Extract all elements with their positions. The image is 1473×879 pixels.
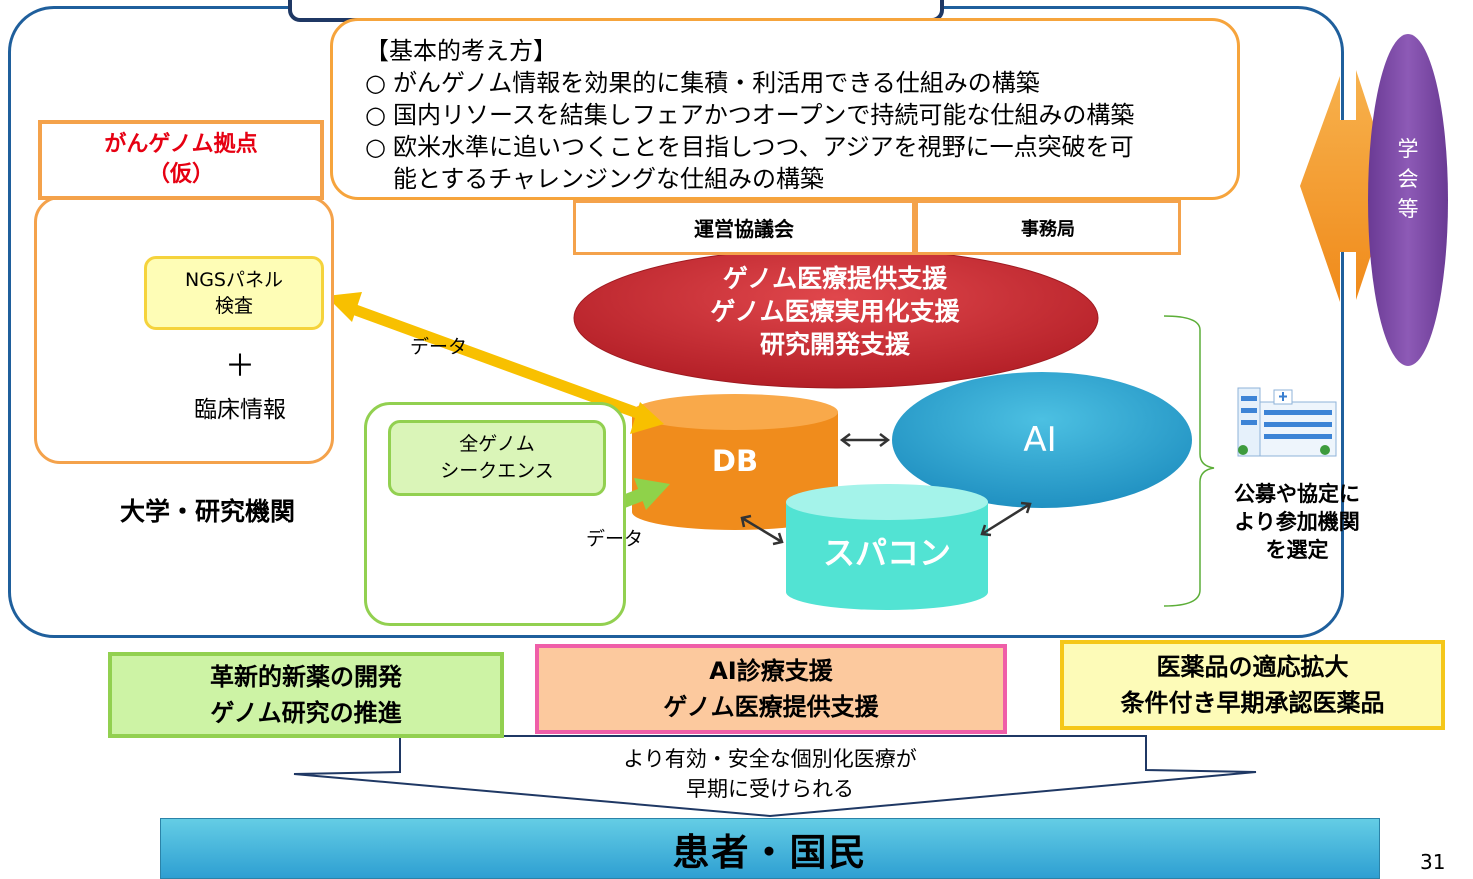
page-number: 31 <box>1420 850 1446 874</box>
wgs-box: 全ゲノム シークエンス <box>388 420 606 496</box>
support-ellipse-label: ゲノム医療提供支援 ゲノム医療実用化支援 研究開発支援 <box>710 264 960 359</box>
participant-selection-label: 公募や協定に より参加機関 を選定 <box>1234 482 1360 562</box>
bullet-circle: ○ <box>365 69 386 97</box>
hub-box <box>34 196 334 464</box>
university-label: 大学・研究機関 <box>120 497 296 526</box>
principle-item: ○ がんゲノム情報を効果的に集積・利活用できる仕組みの構築 <box>365 67 1237 99</box>
principle-text: がんゲノム情報を効果的に集積・利活用できる仕組みの構築 <box>393 69 1040 97</box>
outcome-drug-development: 革新的新薬の開発 ゲノム研究の推進 <box>108 652 504 738</box>
selection-brace <box>1163 315 1215 607</box>
bullet-circle: ○ <box>365 101 386 129</box>
clinical-info-label: 臨床情報 <box>194 397 286 423</box>
hub-title: がんゲノム拠点 （仮） <box>38 120 324 200</box>
ngs-panel-box: NGSパネル 検査 <box>144 256 324 330</box>
connector-arrows <box>740 433 1032 546</box>
academic-society-label: 学 会 等 <box>1397 137 1419 221</box>
ai-label: AI <box>1023 420 1057 460</box>
principles-heading: 【基本的考え方】 <box>365 37 557 65</box>
outcome-ai-diagnosis: AI診療支援 ゲノム医療提供支援 <box>535 644 1007 734</box>
principle-item: ○ 国内リソースを結集しフェアかつオープンで持続可能な仕組みの構築 <box>365 99 1237 131</box>
outcome-drug-approval: 医薬品の適応拡大 条件付き早期承認医薬品 <box>1060 640 1445 730</box>
hospital-icon <box>1237 387 1337 457</box>
db-label: DB <box>711 444 759 478</box>
plus-sign: ＋ <box>225 349 255 384</box>
supercomputer-cylinder <box>786 484 988 610</box>
council-box: 運営協議会 <box>573 200 915 255</box>
effect-text: より有効・安全な個別化医療が 早期に受けられる <box>623 747 917 801</box>
data-label: データ <box>410 336 468 358</box>
principle-text: 国内リソースを結集しフェアかつオープンで持続可能な仕組みの構築 <box>393 101 1135 129</box>
outcome-down-arrow <box>293 735 1257 818</box>
bullet-circle: ○ <box>365 133 386 161</box>
patient-banner: 患者・国民 <box>160 818 1380 879</box>
data-label: データ <box>586 528 644 550</box>
secretariat-box: 事務局 <box>915 200 1181 255</box>
academic-ellipse <box>1368 34 1448 366</box>
principle-item: ○ 欧米水準に追いつくことを目指しつつ、アジアを視野に一点突破を可 能とするチャ… <box>365 131 1237 195</box>
principles-box: 【基本的考え方】 ○ がんゲノム情報を効果的に集積・利活用できる仕組みの構築 ○… <box>330 18 1240 200</box>
ai-ellipse <box>892 372 1192 508</box>
supercomputer-label: スパコン <box>822 534 951 572</box>
data-arrow-yellow <box>326 292 664 434</box>
principle-text: 欧米水準に追いつくことを目指しつつ、アジアを視野に一点突破を可 能とするチャレン… <box>393 133 1134 193</box>
